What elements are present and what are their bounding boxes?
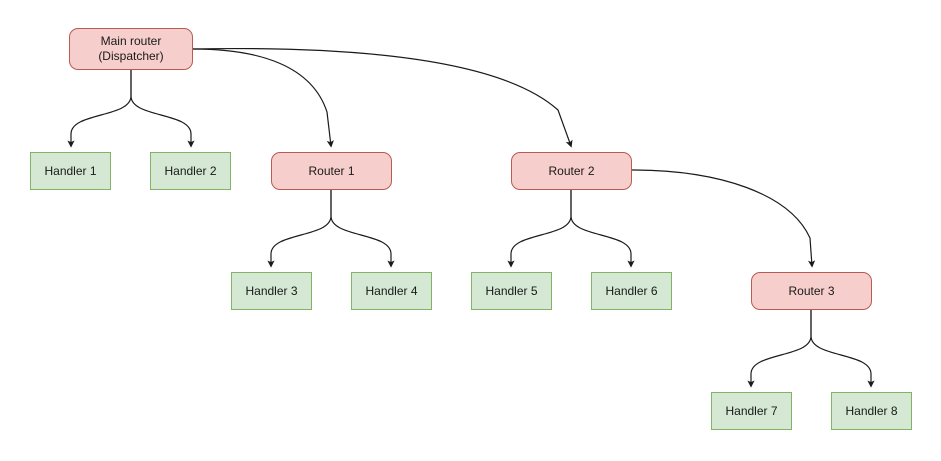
node-label-handler-1: Handler 1: [44, 163, 97, 178]
edge-main-to-router-1: [192, 48, 334, 148]
edge-router-1-to-handler-3: [267, 190, 332, 268]
node-label-router-3: Router 3: [788, 283, 835, 298]
edge-router-2-to-handler-6: [570, 190, 635, 268]
edge-router-1-to-handler-4: [330, 190, 395, 268]
node-handler-6[interactable]: Handler 6: [591, 272, 672, 310]
node-label-handler-3: Handler 3: [245, 283, 298, 298]
node-router-1[interactable]: Router 1: [271, 152, 392, 190]
node-label-router-1: Router 1: [308, 163, 355, 178]
diagram-edges: [67, 47, 875, 388]
edge-router-2-to-router-3: [631, 169, 816, 268]
node-label-router-2: Router 2: [548, 163, 595, 178]
node-label-main-router: Main router (Dispatcher): [98, 34, 164, 63]
node-router-3[interactable]: Router 3: [751, 272, 872, 310]
edge-main-to-router-2: [192, 47, 573, 148]
edge-router-3-to-handler-8: [810, 310, 875, 388]
node-label-handler-8: Handler 8: [845, 403, 898, 418]
node-handler-1[interactable]: Handler 1: [30, 152, 111, 190]
node-handler-4[interactable]: Handler 4: [351, 272, 432, 310]
node-handler-5[interactable]: Handler 5: [471, 272, 552, 310]
node-handler-7[interactable]: Handler 7: [711, 392, 792, 430]
node-main-router[interactable]: Main router (Dispatcher): [69, 28, 193, 70]
node-label-handler-6: Handler 6: [605, 283, 658, 298]
edge-router-3-to-handler-7: [747, 310, 812, 388]
edge-main-to-handler-2: [130, 70, 195, 148]
node-handler-2[interactable]: Handler 2: [150, 152, 231, 190]
edge-router-2-to-handler-5: [507, 190, 572, 268]
node-handler-8[interactable]: Handler 8: [831, 392, 912, 430]
node-router-2[interactable]: Router 2: [511, 152, 632, 190]
node-handler-3[interactable]: Handler 3: [231, 272, 312, 310]
node-label-handler-2: Handler 2: [164, 163, 217, 178]
node-label-handler-5: Handler 5: [485, 283, 538, 298]
node-label-handler-7: Handler 7: [725, 403, 778, 418]
edge-main-to-handler-1: [67, 70, 132, 148]
node-label-handler-4: Handler 4: [365, 283, 418, 298]
